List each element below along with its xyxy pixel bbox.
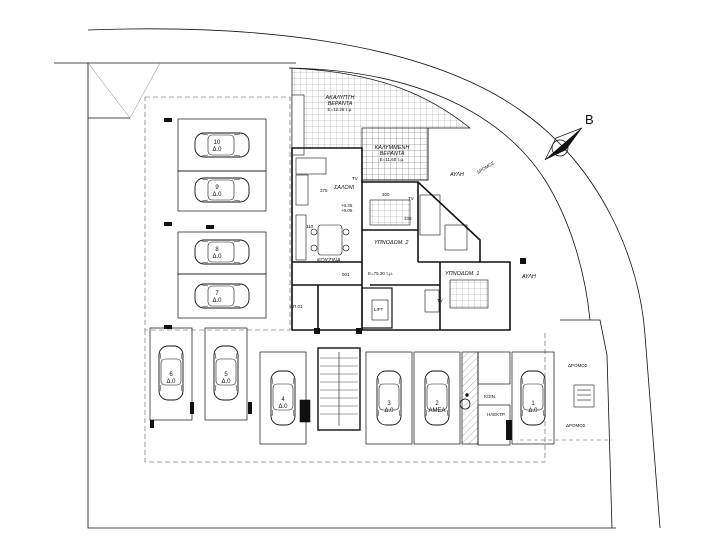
parking-labels: 10 Δ.0 9 Δ.0 8 Δ.0 7 Δ.0 6 Δ.0 5 Δ.0 4 Δ… xyxy=(166,140,538,414)
covered-veranda-label-1: ΚΑΛΥΜΜΕΝΗ xyxy=(375,145,410,151)
parking-bays xyxy=(149,118,555,446)
room-labels: ΑΚΑΛΥΠΤΗ ΒΕΡΑΝΤΑ Ε=12.25 τ.μ. ΚΑΛΥΜΜΕΝΗ … xyxy=(290,95,536,417)
road-label-bottom-1: ΔΡΟΜΟΣ xyxy=(568,363,588,368)
yard-label-2: ΑΥΛΗ xyxy=(521,274,536,280)
lift-label: LIFT xyxy=(374,307,384,312)
bedroom2-label: ΥΠΝΟΔΩΜ. 2 xyxy=(374,240,408,246)
uncovered-veranda-label-1: ΑΚΑΛΥΠΤΗ xyxy=(325,95,355,101)
parking-code-7: Δ.0 xyxy=(212,298,222,304)
wheelchair-icon xyxy=(459,393,471,410)
parking-code-3: Δ.0 xyxy=(384,408,394,414)
parking-num-3: 3 xyxy=(387,401,391,407)
furniture xyxy=(295,157,489,321)
parking-code-10: Δ.0 xyxy=(212,147,222,153)
parking-num-5: 5 xyxy=(224,372,228,378)
car-2 xyxy=(424,370,450,426)
annotations: 375 300 330 110 +0.25 +0.05 TV TV TV xyxy=(306,176,443,303)
uncovered-veranda-area: Ε=12.25 τ.μ. xyxy=(327,107,352,112)
door-001-label: 001 xyxy=(342,272,350,277)
columns xyxy=(150,118,526,440)
hlektr-label: ΗΛΕΚΤΡ. xyxy=(487,412,506,417)
yard-label-1: ΑΥΛΗ xyxy=(449,172,464,178)
dim-330: 330 xyxy=(404,216,412,221)
car-7 xyxy=(194,283,250,309)
parking-num-6: 6 xyxy=(169,372,173,378)
dim-375: 375 xyxy=(320,188,328,193)
kouzina-label: ΚΟΥΖΙΝΑ xyxy=(317,258,341,264)
tv-label-1: TV xyxy=(352,176,358,181)
parking-num-2: 2 xyxy=(435,401,439,407)
tv-label-2: TV xyxy=(408,196,414,201)
level-2: +0.05 xyxy=(341,208,353,213)
apartment-area: Ε=75.30 τ.μ. xyxy=(368,271,393,276)
site-boundary xyxy=(54,28,661,529)
parking-outline xyxy=(144,96,546,463)
dim-300: 300 xyxy=(382,192,390,197)
parking-num-10: 10 xyxy=(214,140,221,146)
parking-code-5: Δ.0 xyxy=(221,379,231,385)
parking-num-9: 9 xyxy=(215,185,219,191)
car-10 xyxy=(194,132,250,158)
stair-core xyxy=(299,287,393,431)
site-utility-box xyxy=(573,384,595,408)
ap01-label: ΑΠ.01 xyxy=(290,304,303,309)
apartment-walls xyxy=(291,147,511,331)
parking-num-4: 4 xyxy=(281,397,285,403)
covered-veranda-label-2: ΒΕΡΑΝΤΑ xyxy=(380,151,405,157)
parking-code-9: Δ.0 xyxy=(212,192,222,198)
parking-code-6: Δ.0 xyxy=(166,379,176,385)
level-1: +0.25 xyxy=(341,203,353,208)
parking-code-2: ΑΜΕΑ xyxy=(428,408,445,414)
saloni-label: ΣΑΛΟΝΙ xyxy=(333,185,355,191)
compass-letter: B xyxy=(585,112,594,127)
uncovered-veranda-label-2: ΒΕΡΑΝΤΑ xyxy=(328,101,353,107)
dim-110: 110 xyxy=(306,224,314,229)
car-3 xyxy=(376,370,402,426)
parking-code-1: Δ.0 xyxy=(528,408,538,414)
car-9 xyxy=(194,177,250,203)
car-8 xyxy=(194,239,250,265)
covered-veranda-area: Ε=11.60 τ.μ. xyxy=(380,157,405,162)
parking-code-8: Δ.0 xyxy=(212,254,222,260)
tv-label-3: TV xyxy=(437,298,443,303)
koin-label: ΚΟΙΝ. xyxy=(484,394,496,399)
car-1 xyxy=(520,370,546,426)
road-label-top: ΔΡΟΜΟΣ xyxy=(476,160,495,175)
parking-num-8: 8 xyxy=(215,247,219,253)
parking-code-4: Δ.0 xyxy=(278,404,288,410)
bedroom1-label: ΥΠΝΟΔΩΜ. 1 xyxy=(445,271,479,277)
parking-num-1: 1 xyxy=(531,401,535,407)
north-arrow-icon: B xyxy=(544,112,594,161)
road-label-bottom-2: ΔΡΟΜΟΣ xyxy=(566,423,586,428)
parking-num-7: 7 xyxy=(215,291,219,297)
